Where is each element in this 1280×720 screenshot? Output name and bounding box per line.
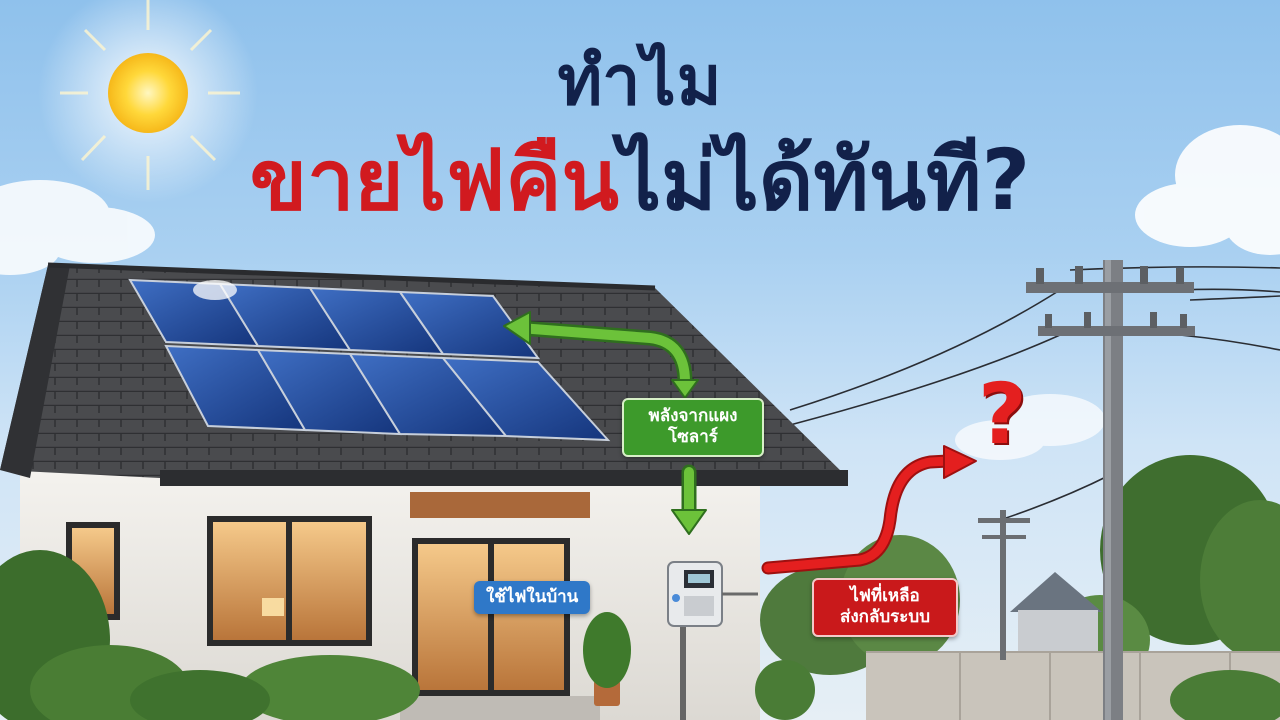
headline-red-part: ขายไฟคืน — [249, 131, 619, 229]
arrow-icon — [761, 445, 977, 575]
cloud-left — [0, 180, 155, 275]
sun-icon — [38, 0, 258, 203]
headline-question-mark: ? — [981, 131, 1031, 229]
cloud-mid — [955, 394, 1105, 460]
front-steps — [400, 696, 600, 720]
glass-door — [412, 538, 570, 696]
conduit — [680, 617, 686, 720]
solar-panel-icon — [128, 278, 611, 442]
question-icon: ? — [978, 365, 1027, 463]
power-lines — [789, 266, 1280, 521]
neighbor-house — [1010, 572, 1102, 660]
label-solar-power: พลังจากแผง โซลาร์ — [622, 398, 764, 457]
label-home-use: ใช้ไฟในบ้าน — [474, 581, 591, 615]
headline-line2: ขายไฟคืนไม่ได้ทันที? — [0, 138, 1280, 222]
utility-pole-icon — [1026, 260, 1195, 720]
cloud-right — [1135, 125, 1280, 255]
headline-line1: ทำไม — [557, 42, 723, 121]
label-excess-to-grid: ไฟที่เหลือ ส่งกลับระบบ — [812, 578, 958, 637]
arrow-icon — [503, 311, 707, 535]
window-main — [207, 516, 372, 646]
distant-pole — [978, 510, 1030, 660]
meter-icon — [667, 561, 758, 627]
foreground-bushes — [0, 550, 1280, 720]
headline-dark-part: ไม่ได้ทันที — [618, 131, 982, 229]
